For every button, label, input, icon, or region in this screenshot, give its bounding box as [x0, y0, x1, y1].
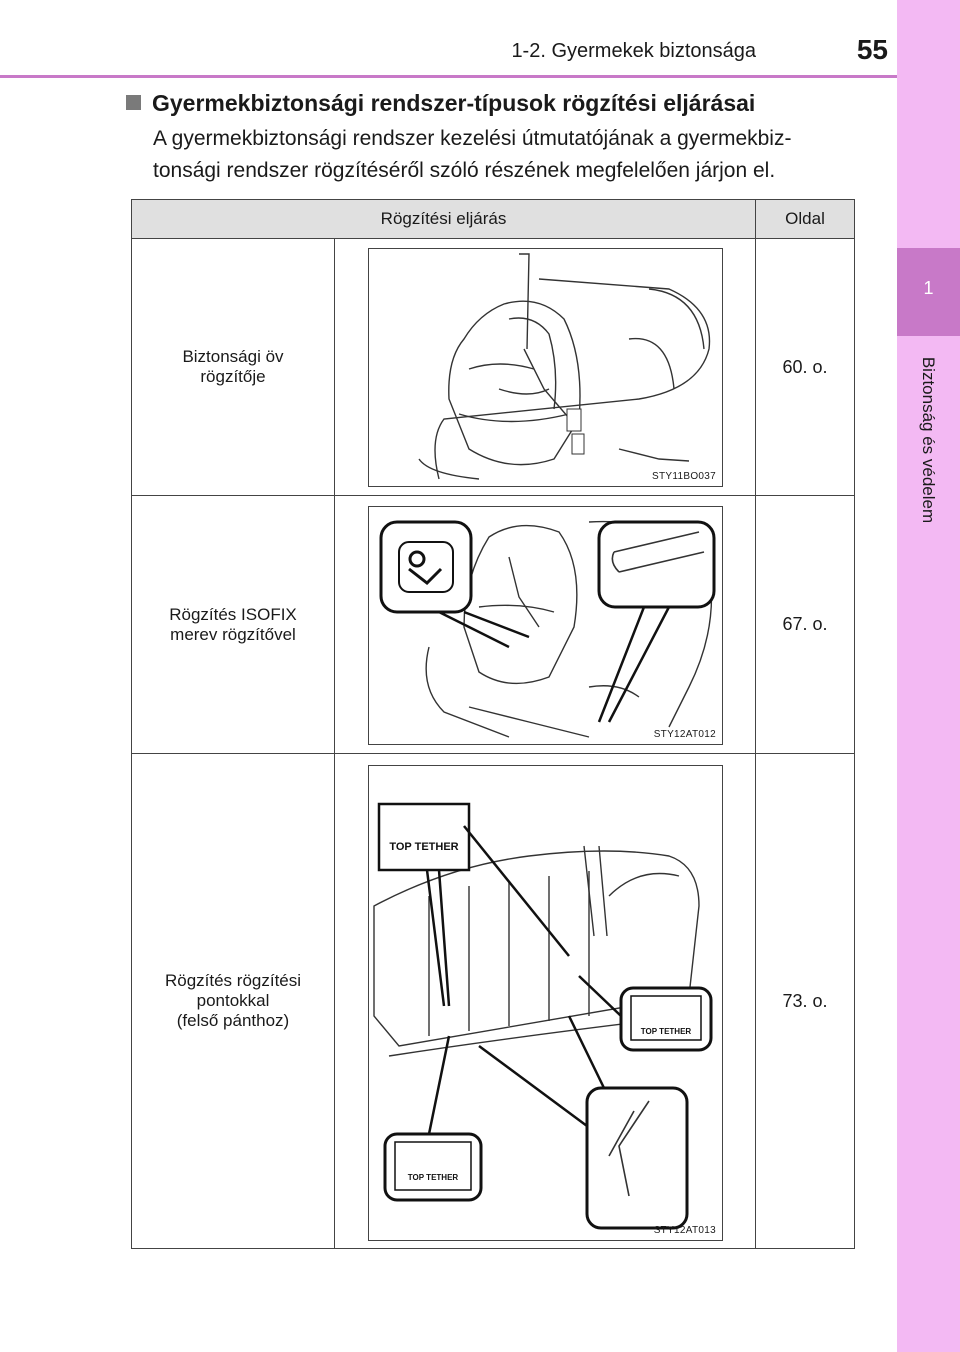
callout-label: TOP TETHER	[641, 1027, 692, 1036]
top-tether-illustration: TOP TETHER TOP TETHER TOP TETHER	[368, 765, 723, 1241]
illustration-code: STY12AT013	[653, 1225, 716, 1236]
procedure-label: Biztonsági öv rögzítője	[131, 238, 335, 496]
section-heading-text: Gyermekbiztonsági rendszer-típusok rögzí…	[152, 90, 756, 116]
procedure-table: Rögzítési eljárás Oldal Biztonsági öv rö…	[130, 199, 856, 1249]
chapter-tab-marker	[897, 248, 960, 336]
label-line: Rögzítés ISOFIX	[169, 604, 297, 624]
illustration-cell: STY12AT012	[333, 495, 757, 754]
top-tether-drawing: TOP TETHER TOP TETHER TOP TETHER	[373, 802, 713, 1230]
chapter-side-tab: 1 Biztonság és védelem	[897, 0, 960, 1352]
square-bullet-icon	[126, 95, 141, 110]
label-line: Rögzítés rögzítési	[164, 971, 302, 990]
page-reference: 67. o.	[755, 495, 856, 754]
page-reference: 73. o.	[755, 753, 856, 1249]
column-header-page: Oldal	[755, 199, 856, 239]
page-number: 55	[856, 34, 888, 65]
column-header-procedure: Rögzítési eljárás	[130, 199, 757, 239]
table-header-row: Rögzítési eljárás Oldal	[130, 199, 856, 239]
child-seat-belt-drawing	[418, 253, 711, 480]
callout-label: TOP TETHER	[408, 1173, 459, 1182]
illustration-code: STY11BO037	[652, 471, 716, 482]
header-section-title: 1-2. Gyermekek biztonsága	[511, 40, 756, 62]
section-heading: Gyermekbiztonsági rendszer-típusok rögzí…	[126, 90, 755, 117]
table-row: Rögzítés rögzítési pontokkal (felső pánt…	[131, 753, 856, 1249]
isofix-seat-drawing	[379, 520, 716, 738]
table-row: Rögzítés ISOFIX merev rögzítővel	[131, 495, 856, 754]
chapter-title: Biztonság és védelem	[919, 356, 938, 524]
procedure-label: Rögzítés ISOFIX merev rögzítővel	[131, 495, 335, 754]
intro-line: A gyermekbiztonsági rendszer kezelési út…	[153, 127, 792, 150]
intro-paragraph: A gyermekbiztonsági rendszer kezelési út…	[153, 123, 853, 187]
table-row: Biztonsági öv rögzítője	[131, 238, 856, 496]
label-line: pontokkal	[196, 991, 270, 1010]
callout-label: TOP TETHER	[389, 841, 458, 853]
seatbelt-illustration: STY11BO037	[368, 248, 723, 487]
label-line: merev rögzítővel	[170, 624, 296, 644]
intro-line: tonsági rendszer rögzítéséről szóló rész…	[153, 159, 776, 182]
isofix-illustration: STY12AT012	[368, 506, 723, 745]
illustration-code: STY12AT012	[653, 729, 716, 740]
label-line: rögzítője	[200, 367, 266, 386]
illustration-cell: STY11BO037	[333, 238, 757, 496]
illustration-cell: TOP TETHER TOP TETHER TOP TETHER	[333, 753, 757, 1249]
procedure-label: Rögzítés rögzítési pontokkal (felső pánt…	[131, 753, 335, 1249]
page-reference: 60. o.	[755, 238, 856, 496]
chapter-number: 1	[923, 278, 934, 298]
label-line: (felső pánthoz)	[176, 1011, 290, 1030]
header-rule	[0, 75, 897, 78]
label-line: Biztonsági öv	[182, 347, 284, 366]
